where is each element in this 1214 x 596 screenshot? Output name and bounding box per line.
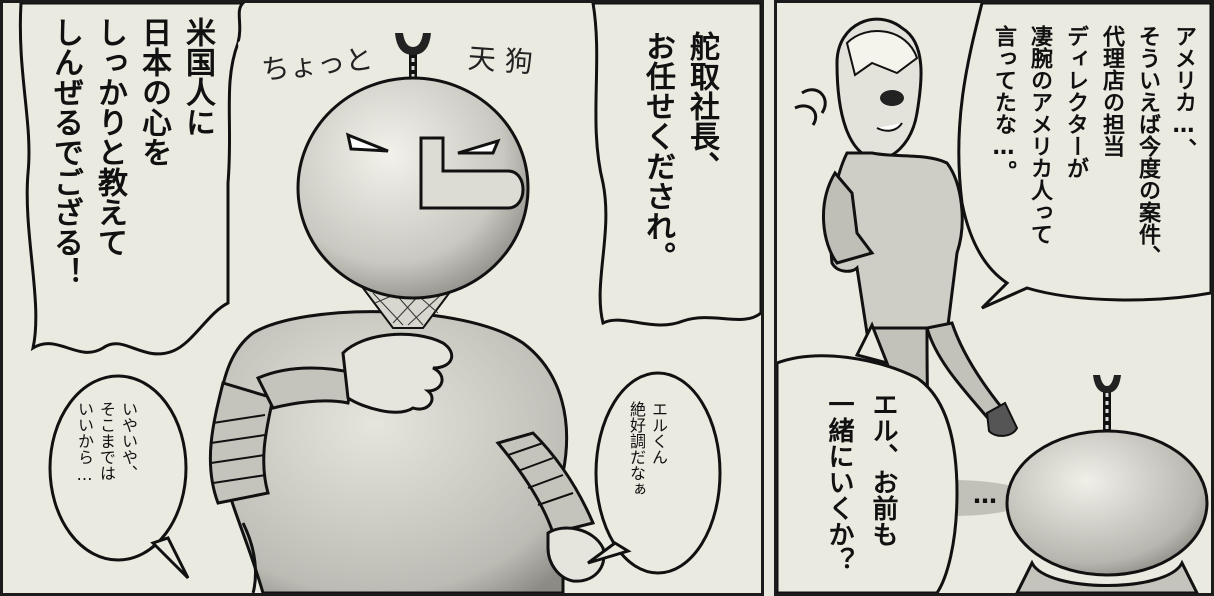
speech-bubble-top-right	[957, 3, 1211, 310]
panel-left: ちょっと 天 狗 米国人に 日本の心を しっかりと教えて しんぜるでござる！ 舵…	[0, 0, 764, 596]
speech-text-main: 米国人に 日本の心を しっかりと教えて しんぜるでござる！	[48, 17, 215, 287]
speech-text-bottom: エル、お前も 一緒にいくか？	[824, 391, 898, 573]
sfx-tengu: 天 狗	[466, 41, 534, 80]
speech-bubble-reply	[591, 3, 761, 327]
speech-text-reply: 舵取社長、 お任せくだされ。	[640, 31, 719, 271]
panel-right: アメリカ…、 そういえば今度の案件、 代理店の担当 ディレクターが 凄腕のアメリ…	[774, 0, 1214, 596]
panel-left-art	[18, 3, 761, 593]
bubble-text-small-right: エルくん 絶好調だなぁ	[627, 401, 668, 497]
tengu-hand	[341, 332, 454, 414]
speech-bubble-bottom-left	[777, 354, 959, 593]
ellipsis-text: …	[971, 481, 999, 509]
speech-cloud-main	[18, 3, 246, 356]
tengu-head	[296, 76, 530, 300]
speech-bubble-small-right	[594, 371, 722, 575]
bubble-text-small-left: いやいや、 そこまでは いいから…	[75, 401, 138, 484]
tengu-arm-left	[208, 366, 355, 505]
speech-text-top: アメリカ…、 そういえば今度の案件、 代理店の担当 ディレクターが 凄腕のアメリ…	[991, 25, 1196, 267]
tengu-nose	[419, 136, 525, 210]
tengu-head-partial	[1005, 375, 1209, 593]
tengu-arm-right	[495, 431, 606, 583]
panel-right-art	[777, 3, 1211, 593]
speech-bubble-small-left	[48, 374, 188, 562]
